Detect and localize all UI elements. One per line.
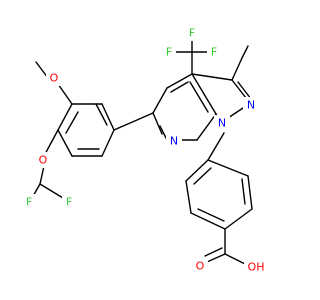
nitrogen-label: N bbox=[170, 135, 178, 148]
bond bbox=[231, 79, 247, 99]
fluorine-label: F bbox=[66, 196, 72, 209]
bond bbox=[197, 208, 225, 222]
fluorine-label: F bbox=[211, 46, 217, 59]
bond bbox=[207, 132, 225, 161]
atom-label: O bbox=[35, 152, 51, 168]
bond bbox=[237, 81, 252, 100]
atom-label: N bbox=[214, 115, 230, 131]
bond bbox=[247, 175, 253, 210]
bond bbox=[39, 183, 64, 199]
atom-label: N bbox=[166, 133, 182, 149]
bond bbox=[189, 81, 209, 113]
atom-label-layer: F F F N N N O O bbox=[22, 25, 268, 275]
bond bbox=[191, 73, 233, 81]
molecule-structure: F F F N N N O O bbox=[0, 0, 300, 300]
bond bbox=[231, 57, 243, 81]
atom-label: O bbox=[192, 258, 208, 274]
bond bbox=[101, 129, 115, 157]
fluorine-label: F bbox=[189, 27, 195, 40]
oxygen-label: O bbox=[50, 72, 59, 85]
nitrogen-label: N bbox=[218, 117, 226, 130]
bond bbox=[65, 111, 79, 134]
bond bbox=[101, 103, 115, 131]
bond bbox=[190, 212, 226, 230]
bond bbox=[204, 247, 223, 257]
oxygen-label: O bbox=[196, 260, 205, 273]
bond bbox=[191, 73, 217, 115]
atom-label: F bbox=[207, 44, 221, 60]
bond bbox=[227, 107, 244, 119]
bond bbox=[57, 129, 73, 157]
bond bbox=[95, 103, 108, 126]
bond bbox=[152, 112, 163, 135]
atom-label: O bbox=[46, 70, 62, 86]
bond bbox=[159, 125, 168, 141]
bond bbox=[241, 178, 246, 205]
bond bbox=[207, 159, 249, 177]
hydroxyl-label: OH bbox=[248, 261, 265, 274]
bond bbox=[113, 112, 154, 131]
bond bbox=[185, 159, 209, 182]
atom-label: F bbox=[62, 194, 76, 210]
oxygen-label: O bbox=[39, 154, 48, 167]
fluorine-label: F bbox=[26, 196, 32, 209]
atom-label: N bbox=[243, 97, 259, 113]
atom-label: F bbox=[162, 44, 176, 60]
bond bbox=[39, 165, 45, 185]
bond bbox=[57, 103, 73, 131]
bond bbox=[241, 45, 249, 59]
bond bbox=[224, 208, 253, 230]
canvas-background bbox=[0, 0, 300, 300]
atom-label: OH bbox=[244, 259, 268, 275]
bond bbox=[166, 73, 193, 89]
bond bbox=[152, 87, 168, 114]
atom-label: F bbox=[22, 194, 36, 210]
bond bbox=[193, 167, 212, 185]
bond bbox=[185, 180, 192, 214]
methyl-label bbox=[241, 45, 249, 59]
fluorine-label: F bbox=[166, 46, 172, 59]
atom-label: F bbox=[184, 25, 200, 41]
bond bbox=[196, 113, 217, 141]
bond bbox=[206, 253, 226, 263]
nitrogen-label: N bbox=[247, 99, 255, 112]
bond bbox=[170, 81, 189, 93]
bond bbox=[57, 83, 73, 105]
bond bbox=[43, 129, 59, 157]
bond-layer bbox=[31, 33, 253, 267]
